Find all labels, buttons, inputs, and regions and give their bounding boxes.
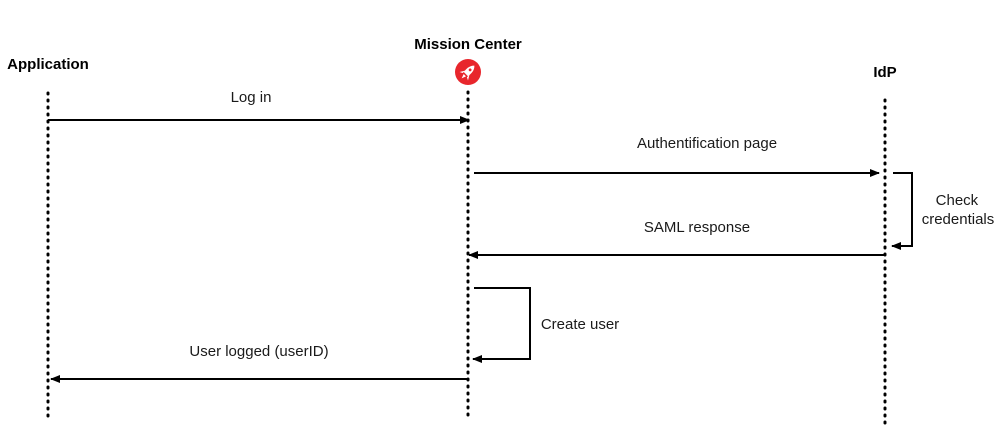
label-log-in: Log in [231,89,272,106]
arrow-check-credentials [891,172,913,250]
label-check-credentials: Check credentials [922,192,995,228]
actor-idp-name: IdP [873,64,896,81]
label-user-logged: User logged (userID) [189,343,328,360]
actor-application-name: Application [7,56,89,73]
actor-mission-center-name: Mission Center [414,36,522,53]
label-check-credentials-line2: credentials [922,211,995,228]
arrow-create-user [472,287,531,363]
label-create-user: Create user [541,316,619,333]
label-check-credentials-line1: Check [936,192,979,209]
label-saml-response: SAML response [644,219,750,236]
label-authentification-page: Authentification page [637,135,777,152]
rocket-icon [455,59,481,85]
